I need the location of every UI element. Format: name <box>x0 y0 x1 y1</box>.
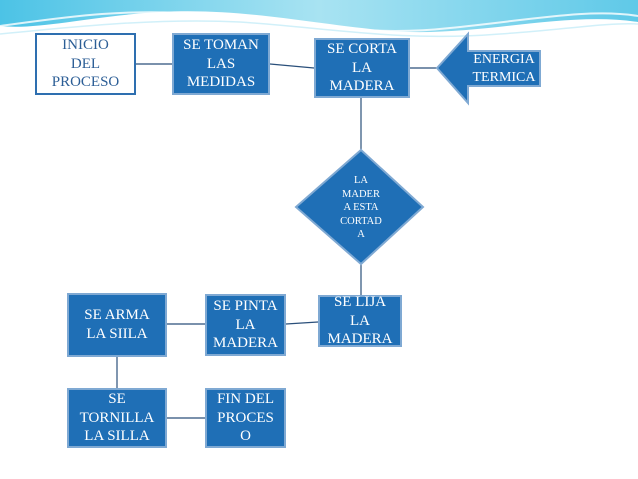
node-fin-label: FIN DEL PROCES O <box>216 390 275 445</box>
node-tornilla-label: SE TORNILLA LA SILLA <box>79 390 155 445</box>
node-decision-madera-cortada: LA MADER A ESTA CORTAD A <box>326 170 396 246</box>
node-se-arma-la-silla: SE ARMA LA SIILA <box>67 293 167 357</box>
node-se-tornilla-la-silla: SE TORNILLA LA SILLA <box>67 388 167 448</box>
node-se-lija-la-madera: SE LIJA LA MADERA <box>318 293 402 348</box>
node-medidas-label: SE TOMAN LAS MEDIDAS <box>183 36 259 91</box>
node-decision-label: LA MADER A ESTA CORTAD A <box>340 174 382 241</box>
node-pinta-label: SE PINTA LA MADERA <box>212 297 278 352</box>
node-arma-label: SE ARMA LA SIILA <box>84 307 150 342</box>
node-se-corta-la-madera: SE CORTA LA MADERA <box>314 38 410 98</box>
node-energia-termica: ENERGIA TERMICA <box>468 51 540 86</box>
connector-lija-pinta <box>285 321 319 325</box>
node-lija-label: SE LIJA LA MADERA <box>327 293 393 348</box>
wave-header-decoration <box>0 0 638 38</box>
node-fin-del-proceso: FIN DEL PROCES O <box>205 388 286 448</box>
node-se-toman-las-medidas: SE TOMAN LAS MEDIDAS <box>172 33 270 95</box>
node-se-pinta-la-madera: SE PINTA LA MADERA <box>205 294 286 356</box>
node-inicio-label: INICIO DEL PROCESO <box>51 36 120 91</box>
energia-arrow-shape <box>435 31 541 106</box>
decision-diamond <box>294 148 425 266</box>
node-inicio-del-proceso: INICIO DEL PROCESO <box>35 33 136 95</box>
node-corta-label: SE CORTA LA MADERA <box>327 40 397 95</box>
connector-medidas-corta <box>269 63 315 69</box>
node-energia-label: ENERGIA TERMICA <box>472 52 536 85</box>
